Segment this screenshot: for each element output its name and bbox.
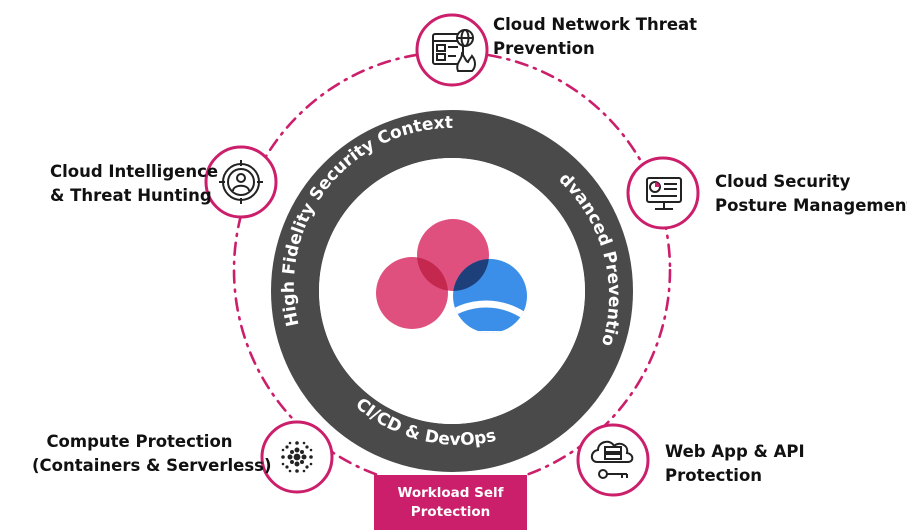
- label-line: Protection: [410, 504, 491, 520]
- label-line: Cloud Security: [715, 172, 851, 191]
- ring-inner-disc: [319, 158, 585, 424]
- label-cspm: Cloud Security Posture Management: [715, 170, 907, 218]
- security-ring: [271, 110, 633, 472]
- node-web-app[interactable]: [576, 423, 650, 497]
- network-firewall-icon: [432, 29, 476, 72]
- node-compute[interactable]: [260, 420, 334, 494]
- cloud-logo: [376, 219, 527, 333]
- label-line: (Containers & Serverless): [32, 456, 272, 475]
- label-line: Compute Protection: [46, 432, 233, 451]
- label-line: Prevention: [493, 39, 595, 58]
- label-line: Web App & API: [665, 442, 805, 461]
- node-cspm[interactable]: [626, 156, 700, 230]
- node-intelligence[interactable]: [204, 145, 278, 219]
- label-line: Protection: [665, 466, 763, 485]
- label-line: Cloud Network Threat: [493, 15, 698, 34]
- label-line: & Threat Hunting: [50, 186, 212, 205]
- container-dots-icon: [281, 441, 313, 473]
- label-line: Posture Management: [715, 196, 907, 215]
- label-web-app: Web App & API Protection: [665, 440, 805, 488]
- label-intelligence: Cloud Intelligence & Threat Hunting: [50, 160, 218, 208]
- workload-protection-box[interactable]: Workload Self Protection: [374, 475, 527, 530]
- dashboard-monitor-icon: [646, 177, 682, 210]
- node-cloud-network[interactable]: [415, 13, 489, 87]
- label-line: Workload Self: [397, 485, 504, 501]
- label-cloud-network: Cloud Network Threat Prevention: [493, 13, 697, 61]
- target-user-icon: [219, 160, 263, 204]
- cloud-server-key-icon: [590, 440, 634, 479]
- label-line: Cloud Intelligence: [50, 162, 219, 181]
- label-compute: Compute Protection (Containers & Serverl…: [32, 430, 272, 478]
